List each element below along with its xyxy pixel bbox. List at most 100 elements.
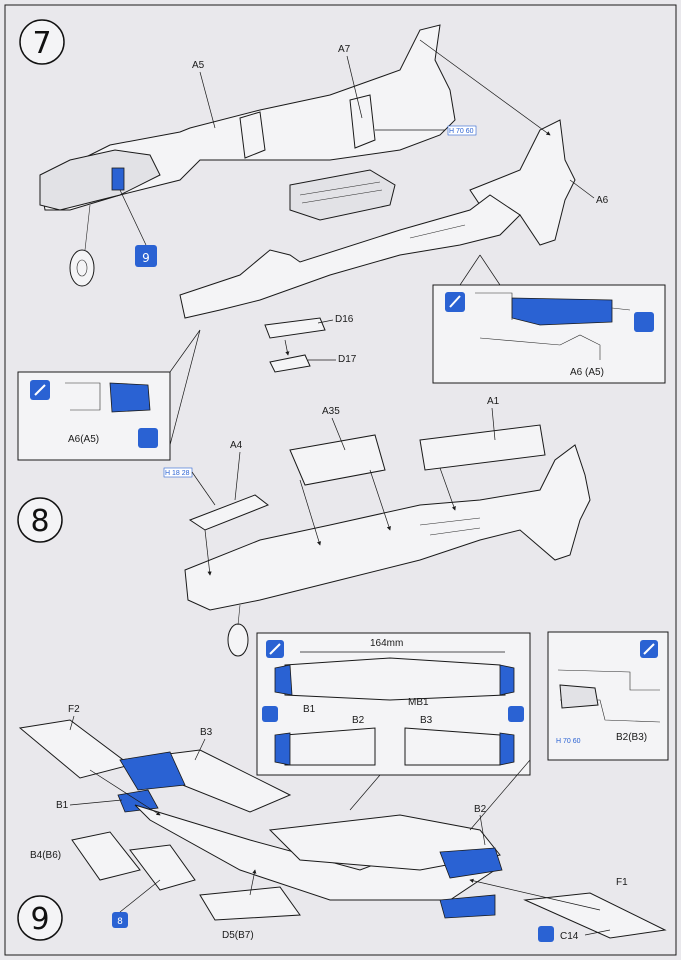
step-number-badge — [17, 895, 63, 941]
decal-icon-9-left — [262, 706, 278, 722]
part-d17 — [269, 354, 311, 373]
step-number-badge — [19, 19, 65, 65]
leader-c14 — [584, 929, 611, 936]
blue-paint-area — [111, 167, 125, 191]
arrow-f2 — [89, 769, 161, 816]
step-number: 8 — [30, 504, 49, 539]
wingtip-blue-right-top — [499, 664, 515, 696]
arrow-a35 — [299, 479, 321, 546]
leader-a5 — [199, 71, 216, 129]
inset-blue-area — [511, 297, 613, 326]
cement-icon — [538, 926, 554, 942]
wing-underside-left — [284, 727, 376, 766]
assembly-arrow-d17 — [284, 339, 290, 356]
inset-left-blue-area — [109, 382, 151, 413]
label-a7: A7 — [338, 44, 351, 55]
leader-d16 — [317, 319, 334, 324]
dimension-label: 164mm — [370, 638, 403, 649]
step-7: 7 A5 A7 A6 D16 D17 — [17, 19, 666, 461]
part-f1 — [523, 892, 667, 939]
brush-glyph — [449, 295, 461, 308]
part-d16 — [264, 317, 326, 339]
bulkhead-front — [239, 111, 266, 159]
cockpit-tub — [39, 149, 161, 211]
paint-pot-icon — [135, 245, 157, 267]
label-b4-b6: B4(B6) — [30, 850, 61, 861]
step-number-badge — [17, 497, 63, 543]
label-a6: A6 — [596, 195, 609, 206]
landing-gear-wheel — [69, 249, 95, 287]
landing-gear-wheel-8 — [227, 623, 249, 657]
arrow-d5 — [249, 869, 257, 896]
label-f2: F2 — [68, 704, 80, 715]
wingtip-blue-left-bottom — [274, 732, 291, 766]
part-a1 — [419, 424, 546, 471]
b3-blue-tip — [119, 751, 186, 791]
brush-glyph-9 — [269, 643, 281, 655]
fuselage-detail-lines — [419, 517, 481, 536]
assembly-arrow-tail — [419, 39, 551, 136]
wingtip-blue-right-bottom — [499, 732, 515, 766]
brush-glyph-9b — [643, 643, 655, 655]
label-a35: A35 — [322, 406, 340, 417]
step-8: 8 A4 A35 A1 H 18 28 — [17, 396, 591, 657]
leader-a7 — [346, 55, 363, 119]
page-border — [4, 4, 677, 956]
part-a35 — [289, 434, 386, 486]
fuselage-assembled — [184, 444, 591, 611]
fuselage-panel-line — [409, 224, 466, 239]
color-ref-8: H 18 28 — [165, 470, 190, 477]
label-c14: C14 — [560, 931, 579, 942]
wing-underside-right — [404, 727, 501, 766]
leader-h-ref-8 — [191, 471, 216, 506]
arrow-a4 — [204, 529, 212, 576]
label-a6-a5-right: A6 (A5) — [570, 367, 604, 378]
leader-a6 — [569, 179, 595, 199]
landing-gear-strut-8 — [237, 604, 241, 626]
paint-pot-icon-9 — [112, 912, 128, 928]
label-a5: A5 — [192, 60, 205, 71]
radiator-detail — [299, 181, 383, 204]
inset-left-outline — [65, 382, 101, 411]
gun-detail — [559, 684, 599, 709]
bulkhead-rear — [349, 94, 376, 149]
label-a4: A4 — [230, 440, 243, 451]
label-b2: B2 — [474, 804, 487, 815]
arrow-f1 — [469, 878, 601, 911]
inset-label-b3: B3 — [420, 715, 433, 726]
inset-label-b2: B2 — [352, 715, 365, 726]
wing-top-view — [284, 657, 506, 701]
color-ref-9: H 70 60 — [556, 738, 581, 745]
label-d16: D16 — [335, 314, 354, 325]
leader-a35 — [331, 417, 346, 451]
part-a4 — [188, 494, 270, 531]
b2-blue-tip — [439, 847, 503, 879]
leader-paint — [119, 189, 147, 246]
landing-gear-strut — [84, 204, 91, 251]
label-a6-a5-left: A6(A5) — [68, 434, 99, 445]
label-d17: D17 — [338, 354, 357, 365]
label-b2-b3: B2(B3) — [616, 732, 647, 743]
label-b3: B3 — [200, 727, 213, 738]
arrow-a1 — [439, 467, 456, 511]
paint-badge-text-9: 8 — [117, 917, 123, 927]
part-d5-b7 — [199, 886, 301, 921]
color-ref-box — [447, 125, 477, 136]
leader-b3 — [194, 738, 206, 761]
flap-part — [129, 844, 196, 891]
leader-paint-9 — [119, 879, 161, 913]
label-a1: A1 — [487, 396, 500, 407]
arrow-a35-b — [369, 469, 391, 531]
color-ref: H 70 60 — [449, 128, 474, 135]
part-b4-b6 — [71, 831, 141, 881]
decal-icon-9-right — [508, 706, 524, 722]
leader-f2 — [69, 715, 75, 731]
wheel-hub — [76, 259, 88, 277]
wingtip-blue-left-top — [274, 664, 293, 696]
brush-glyph-left — [34, 384, 46, 396]
inset-pointer-right — [459, 254, 501, 286]
part-f2 — [18, 719, 132, 779]
inset-pointer-left — [169, 329, 201, 446]
radiator-assembly — [289, 169, 396, 221]
